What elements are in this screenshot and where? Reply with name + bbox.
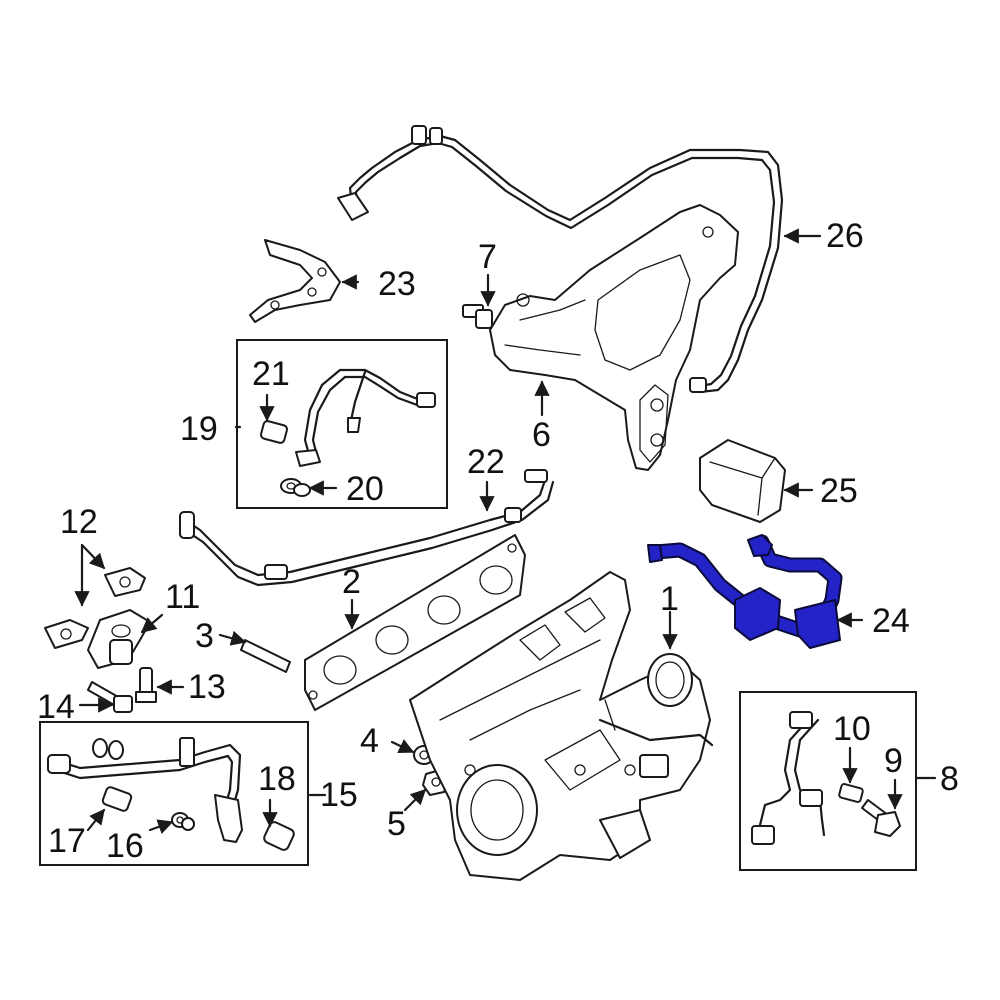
callout-25: 25 — [820, 472, 858, 510]
callout-labels: 1 2 3 4 5 6 7 8 9 10 11 12 13 14 15 16 1… — [37, 217, 959, 865]
kit-8-box[interactable] — [739, 691, 917, 871]
callout-13: 13 — [188, 668, 226, 706]
kit-15-box[interactable] — [39, 721, 309, 866]
callout-7: 7 — [478, 238, 497, 276]
part-23-bracket[interactable] — [249, 239, 341, 323]
callout-6: 6 — [532, 416, 551, 454]
callout-20: 20 — [346, 470, 384, 508]
part-24-highlighted-pipe[interactable] — [647, 534, 843, 649]
callout-9: 9 — [884, 742, 903, 780]
callout-4: 4 — [360, 722, 379, 760]
callout-8: 8 — [940, 760, 959, 798]
callout-18: 18 — [258, 760, 296, 798]
part-22-hose[interactable] — [179, 469, 555, 587]
callout-23: 23 — [378, 265, 416, 303]
callout-2: 2 — [342, 563, 361, 601]
part-11-flange[interactable] — [87, 609, 151, 669]
callout-16: 16 — [106, 827, 144, 865]
part-12-gaskets[interactable] — [44, 567, 146, 649]
callout-11: 11 — [165, 578, 200, 616]
part-2-gasket[interactable] — [304, 534, 526, 711]
callout-12: 12 — [60, 503, 98, 541]
callout-14: 14 — [37, 688, 75, 726]
leader-lines — [74, 228, 937, 834]
part-14-bolt[interactable] — [87, 681, 133, 713]
callout-1: 1 — [660, 580, 679, 618]
callout-17: 17 — [48, 822, 86, 860]
callout-10: 10 — [833, 710, 871, 748]
callout-5: 5 — [387, 805, 406, 843]
part-13-bolt[interactable] — [135, 667, 157, 703]
callout-21: 21 — [252, 355, 290, 393]
part-25-cover[interactable] — [699, 439, 786, 523]
part-3-stud[interactable] — [240, 639, 291, 673]
callout-24: 24 — [872, 602, 910, 640]
part-26-pipe[interactable] — [337, 125, 784, 394]
part-6-heat-shield[interactable] — [489, 204, 739, 471]
callout-19: 19 — [180, 410, 218, 448]
part-1-turbo-manifold[interactable] — [409, 571, 714, 881]
callout-26: 26 — [826, 217, 864, 255]
kit-19-box[interactable] — [236, 339, 448, 509]
callout-15: 15 — [320, 776, 358, 814]
callout-3: 3 — [195, 617, 214, 655]
part-7-bolt[interactable] — [462, 304, 493, 329]
callout-22: 22 — [467, 443, 505, 481]
